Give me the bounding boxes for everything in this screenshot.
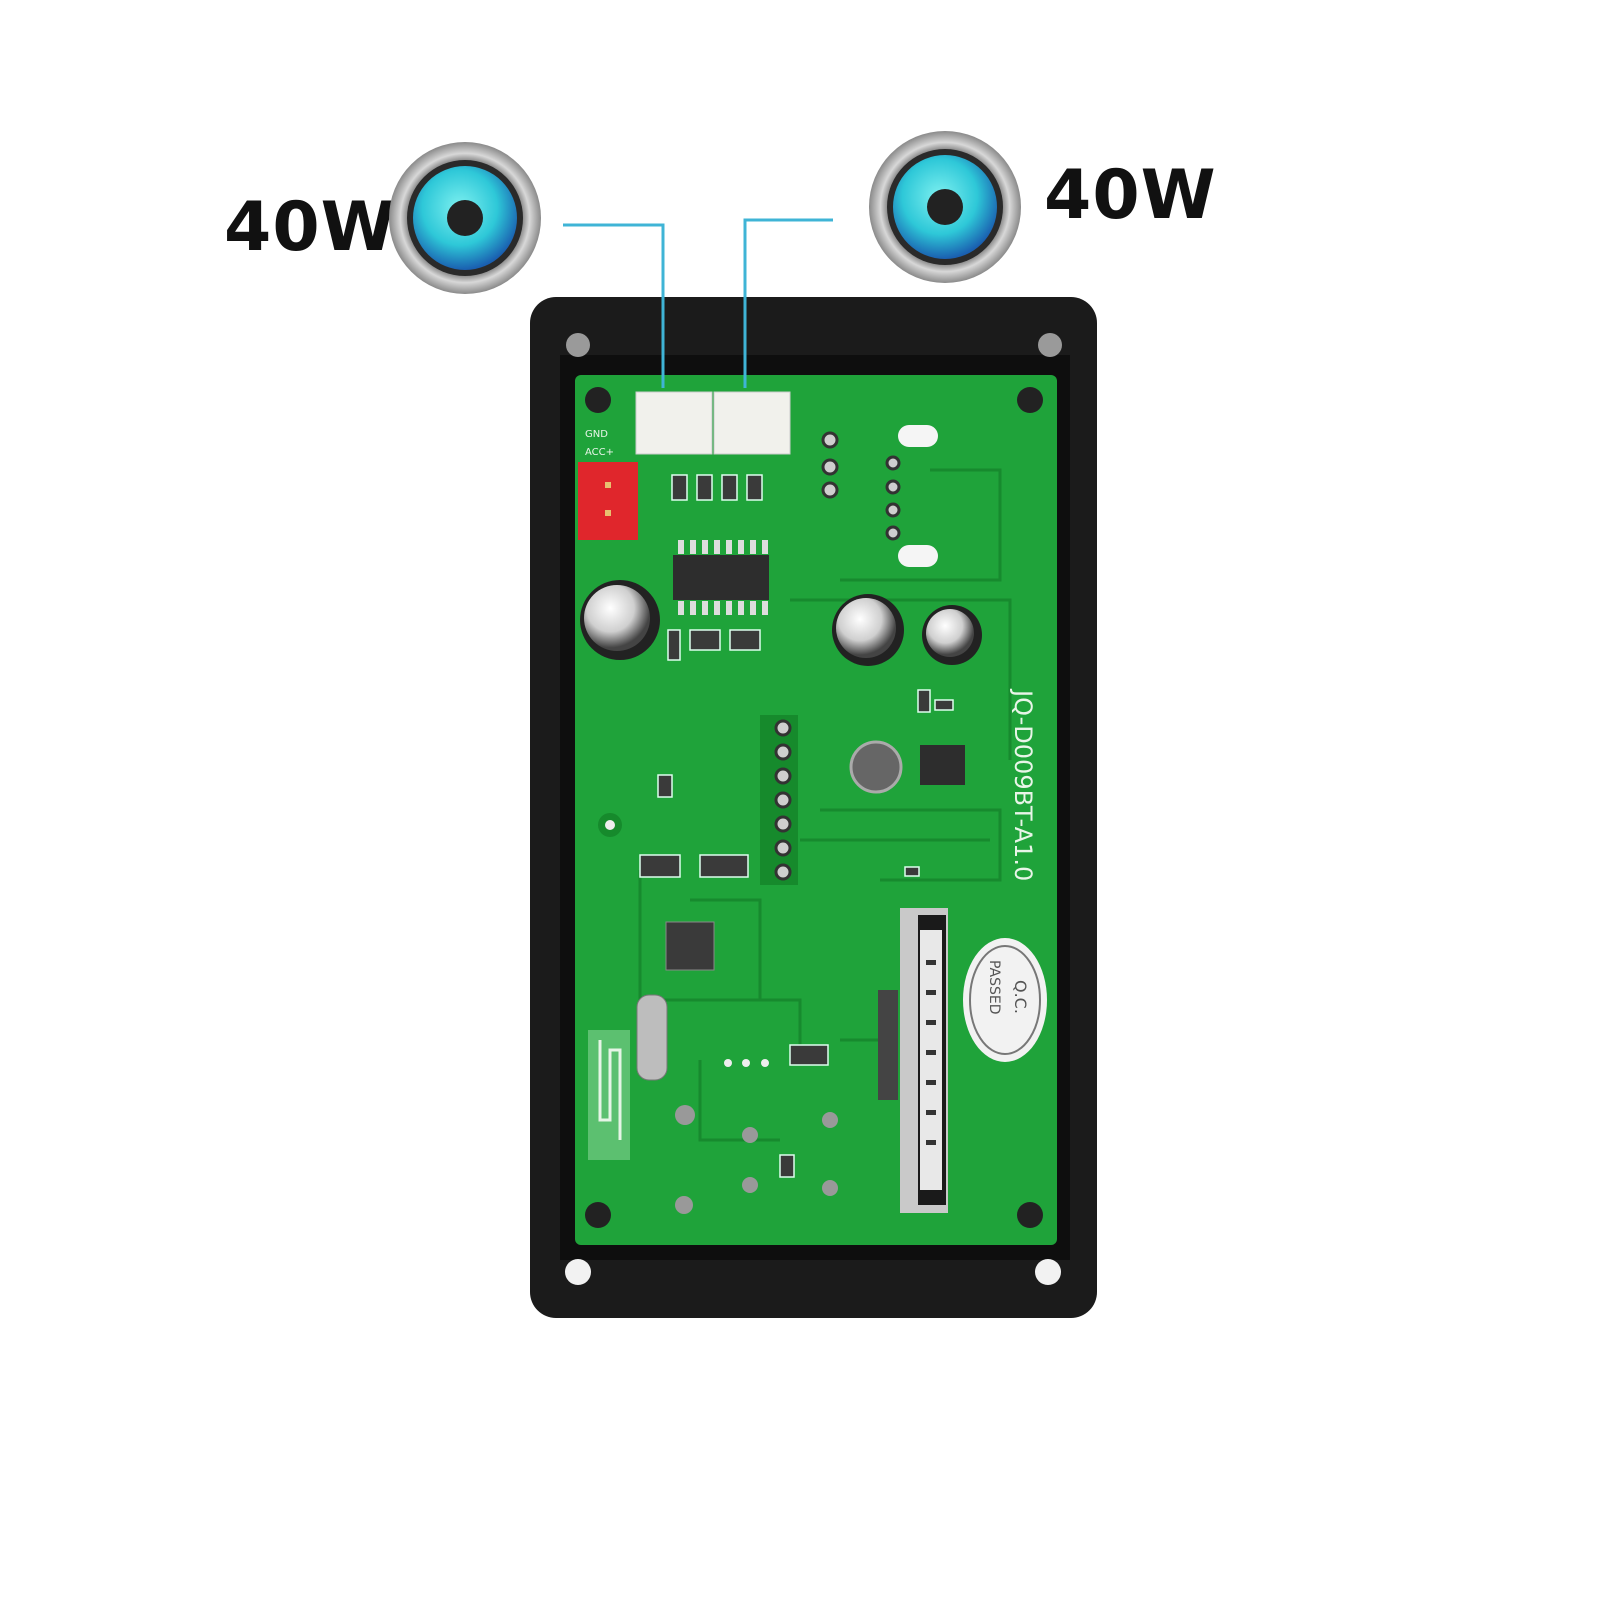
right-speaker-power-label: 40W <box>1044 156 1217 235</box>
left-speaker-wire <box>563 223 665 388</box>
amplifier-ic <box>673 555 769 600</box>
left-speaker-connector <box>635 391 713 455</box>
qc-passed-stamp: Q.C. PASSED <box>963 938 1047 1062</box>
crystal <box>636 994 668 1081</box>
right-speaker-icon <box>869 131 1021 283</box>
svg-text:Q.C.: Q.C. <box>1011 980 1030 1014</box>
gnd-label: GND <box>585 429 608 440</box>
power-connector <box>578 462 638 540</box>
acc-label: ACC+ <box>585 447 614 458</box>
screw-icon <box>585 387 1043 1228</box>
inductor <box>849 740 903 794</box>
board-model-label: JQ-D009BT-A1.0 <box>1009 688 1037 881</box>
left-speaker-icon <box>389 142 541 294</box>
left-speaker-power-label: 40W <box>224 188 397 267</box>
right-speaker-wire <box>743 218 833 388</box>
bluetooth-chip <box>665 921 715 971</box>
right-speaker-connector <box>713 391 791 455</box>
svg-text:PASSED: PASSED <box>986 960 1002 1015</box>
mounting-hole-icon <box>565 333 1062 1285</box>
capacitor <box>580 580 982 666</box>
bluetooth-antenna-icon <box>588 1030 630 1160</box>
